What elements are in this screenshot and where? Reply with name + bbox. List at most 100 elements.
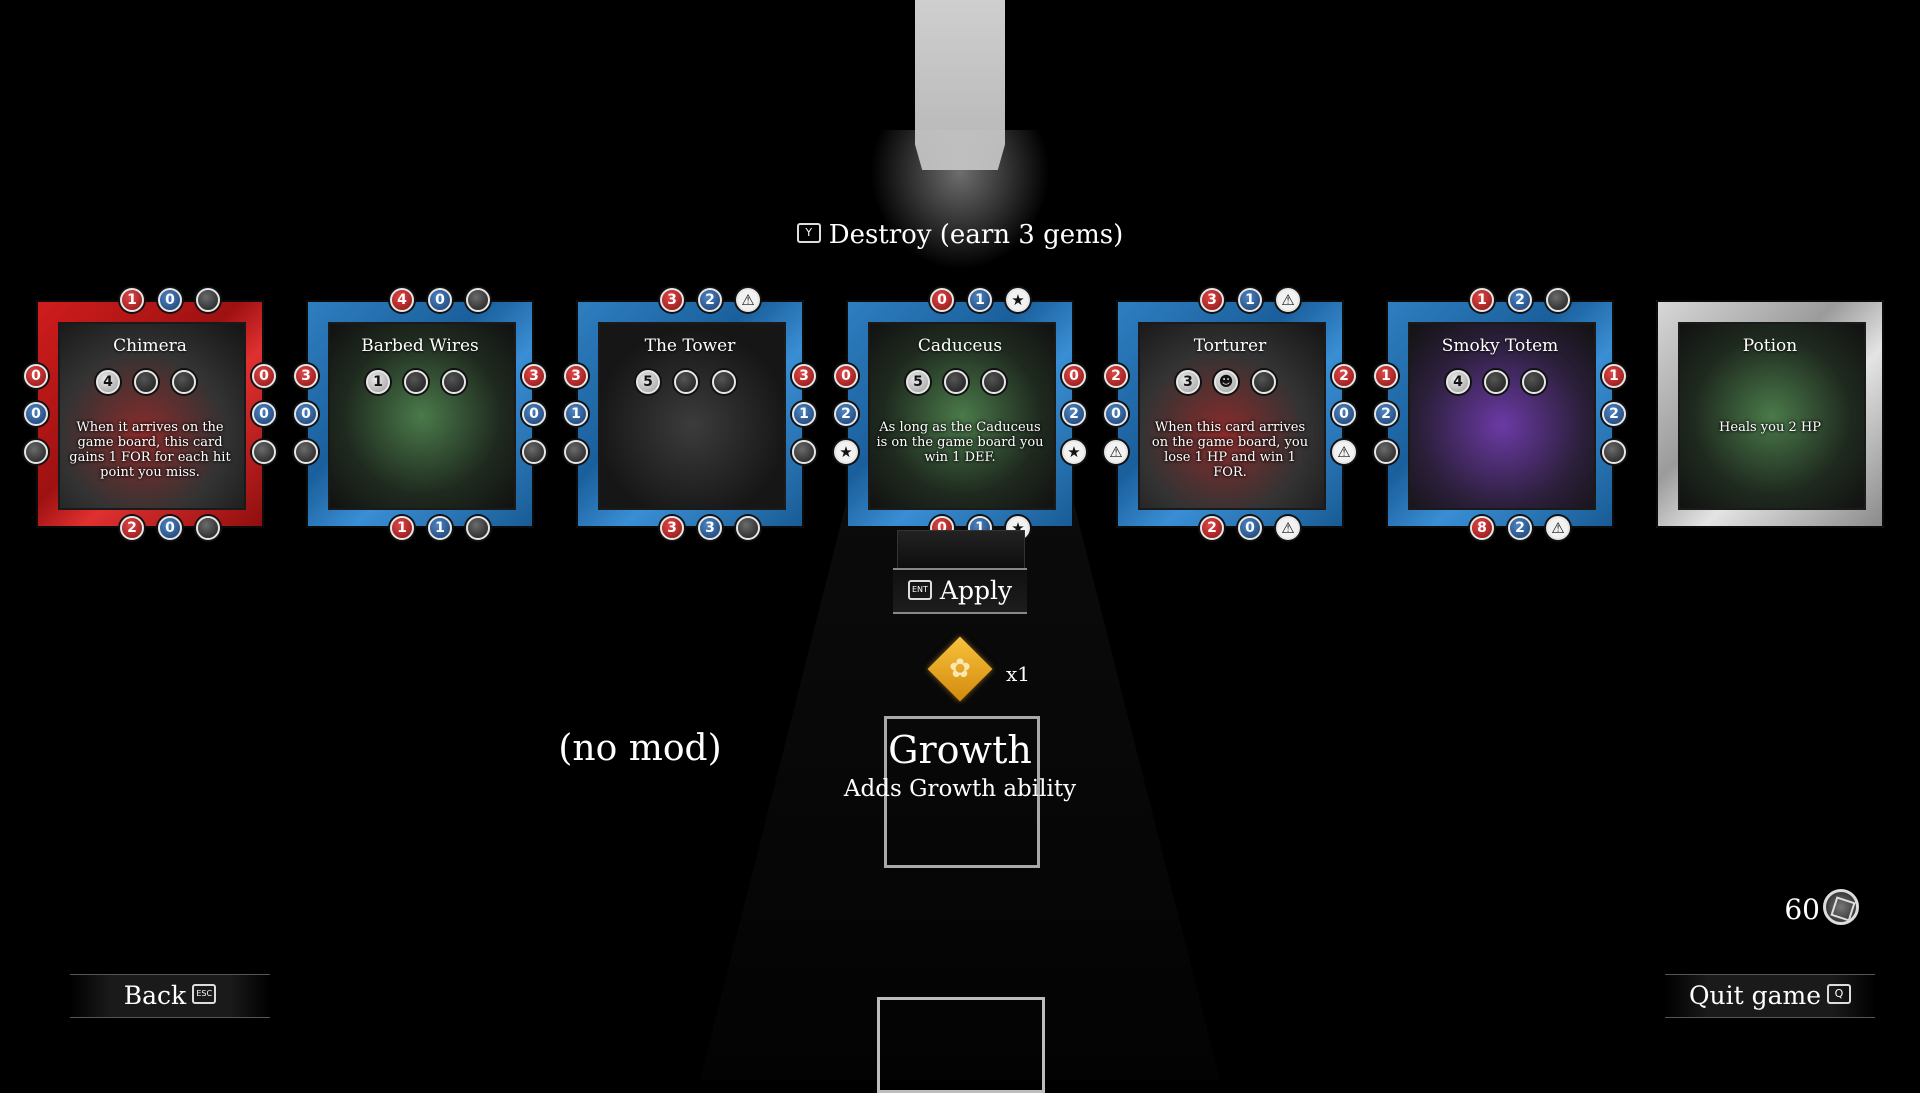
top-pip bbox=[196, 288, 220, 312]
stat-pip: 4 bbox=[1446, 370, 1470, 394]
right-pip bbox=[252, 440, 276, 464]
bottom-pip bbox=[196, 516, 220, 540]
left-pip: 0 bbox=[1104, 402, 1128, 426]
right-pip: 1 bbox=[792, 402, 816, 426]
bottom-pip: 0 bbox=[158, 516, 182, 540]
back-label: Back bbox=[123, 981, 187, 1010]
apply-label: Apply bbox=[939, 576, 1013, 605]
right-pip: 0 bbox=[252, 402, 276, 426]
top-pip: 0 bbox=[930, 288, 954, 312]
bottom-pip: ⚠ bbox=[1546, 516, 1570, 540]
card-art bbox=[58, 322, 246, 510]
right-pip bbox=[1602, 440, 1626, 464]
top-pip: 2 bbox=[1508, 288, 1532, 312]
bottom-pip: 8 bbox=[1470, 516, 1494, 540]
right-pip: 2 bbox=[1602, 402, 1626, 426]
stat-pip bbox=[982, 370, 1006, 394]
key-hint-y: Y bbox=[796, 223, 821, 243]
stat-pip bbox=[1522, 370, 1546, 394]
gem-total: 60 bbox=[1784, 893, 1820, 926]
top-pip: 3 bbox=[1200, 288, 1224, 312]
bottom-pip: 0 bbox=[1238, 516, 1262, 540]
bottom-pip: 3 bbox=[698, 516, 722, 540]
bottom-pip: 1 bbox=[390, 516, 414, 540]
top-pip: 2 bbox=[698, 288, 722, 312]
mod-name[interactable]: Growth bbox=[888, 728, 1032, 772]
right-pip: 1 bbox=[1602, 364, 1626, 388]
mod-count: x1 bbox=[1006, 662, 1031, 686]
card-title: Chimera bbox=[113, 336, 187, 356]
top-pip: 0 bbox=[428, 288, 452, 312]
apply-slot-top bbox=[897, 530, 1025, 570]
left-pip bbox=[564, 440, 588, 464]
top-pip: 0 bbox=[158, 288, 182, 312]
top-pip: 1 bbox=[1470, 288, 1494, 312]
left-pip: 1 bbox=[564, 402, 588, 426]
card-title: Barbed Wires bbox=[361, 336, 479, 356]
stat-pip bbox=[442, 370, 466, 394]
bottom-pip: ⚠ bbox=[1276, 516, 1300, 540]
top-pip: 4 bbox=[390, 288, 414, 312]
card-title: The Tower bbox=[644, 336, 736, 356]
stat-pip: 3 bbox=[1176, 370, 1200, 394]
card-art bbox=[1678, 322, 1866, 510]
card-slot bbox=[884, 716, 1040, 868]
left-pip: 3 bbox=[564, 364, 588, 388]
top-pip bbox=[466, 288, 490, 312]
right-pip: 2 bbox=[1332, 364, 1356, 388]
gem-currency-icon bbox=[1823, 889, 1859, 925]
growth-icon: ✿ bbox=[949, 654, 971, 684]
right-pip: ★ bbox=[1062, 440, 1086, 464]
key-hint-enter: ENT bbox=[907, 579, 932, 600]
card-title: Caduceus bbox=[917, 336, 1003, 356]
card-description: Heals you 2 HP bbox=[1719, 420, 1821, 435]
right-pip: 0 bbox=[1332, 402, 1356, 426]
card-title: Torturer bbox=[1193, 336, 1267, 356]
card-title: Smoky Totem bbox=[1441, 336, 1559, 356]
bottom-pip: 3 bbox=[660, 516, 684, 540]
top-pip: 1 bbox=[968, 288, 992, 312]
top-pip: ⚠ bbox=[1276, 288, 1300, 312]
left-pip: ⚠ bbox=[1104, 440, 1128, 464]
stat-pip: 4 bbox=[96, 370, 120, 394]
light-glow bbox=[870, 130, 1050, 270]
card-description: When this card arrives on the game board… bbox=[1151, 420, 1309, 480]
card-slot-lower bbox=[877, 997, 1045, 1093]
top-pip: ⚠ bbox=[736, 288, 760, 312]
right-pip: ⚠ bbox=[1332, 440, 1356, 464]
top-pip: ★ bbox=[1006, 288, 1030, 312]
stat-pip: ☻ bbox=[1214, 370, 1238, 394]
card-title: Potion bbox=[1742, 336, 1798, 356]
bottom-pip: 2 bbox=[120, 516, 144, 540]
top-pip: 3 bbox=[660, 288, 684, 312]
stat-pip bbox=[674, 370, 698, 394]
right-pip: 3 bbox=[792, 364, 816, 388]
left-pip: 0 bbox=[24, 402, 48, 426]
right-pip: 0 bbox=[522, 402, 546, 426]
right-pip: 0 bbox=[252, 364, 276, 388]
card-art bbox=[328, 322, 516, 510]
left-pip: 0 bbox=[24, 364, 48, 388]
right-pip: 0 bbox=[1062, 364, 1086, 388]
bottom-pip: 1 bbox=[428, 516, 452, 540]
card-description: When it arrives on the game board, this … bbox=[69, 420, 231, 480]
left-pip: 2 bbox=[834, 402, 858, 426]
right-pip bbox=[522, 440, 546, 464]
left-pip: 3 bbox=[294, 364, 318, 388]
card-art bbox=[1138, 322, 1326, 510]
no-mod-option[interactable]: (no mod) bbox=[558, 728, 722, 769]
bottom-pip bbox=[736, 516, 760, 540]
card-art bbox=[598, 322, 786, 510]
apply-button[interactable]: ENT Apply bbox=[893, 568, 1027, 614]
left-pip: 2 bbox=[1374, 402, 1398, 426]
